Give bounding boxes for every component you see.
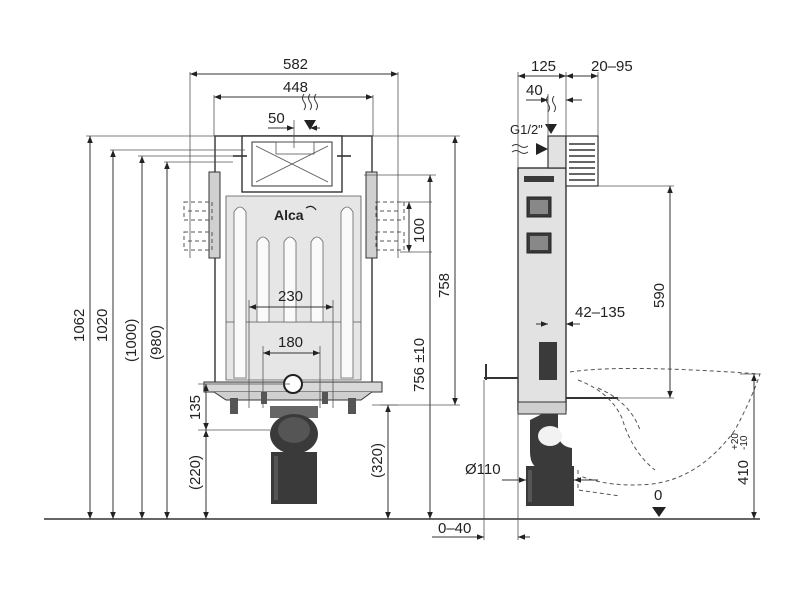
dim-135: 135 bbox=[187, 395, 204, 420]
side-frame bbox=[517, 167, 567, 415]
dim-448: 448 bbox=[283, 79, 308, 96]
dim-20-95: 20–95 bbox=[591, 58, 633, 75]
dim-125: 125 bbox=[531, 58, 556, 75]
dim-0-40: 0–40 bbox=[438, 520, 471, 537]
dim-pipe-diameter: Ø110 bbox=[465, 461, 501, 478]
logo-swoosh-icon bbox=[305, 205, 317, 211]
front-side-brackets bbox=[183, 171, 405, 259]
dim-582: 582 bbox=[283, 56, 308, 73]
dim-410: 410 bbox=[735, 460, 752, 485]
dim-320: (320) bbox=[369, 443, 386, 478]
front-cistern-opening bbox=[233, 135, 351, 193]
floor-zero-label: 0 bbox=[654, 487, 662, 504]
dim-1020: 1020 bbox=[94, 309, 111, 342]
side-tank bbox=[547, 135, 599, 187]
wc-pan-outline bbox=[569, 367, 761, 497]
dim-410-tol-plus: +20 bbox=[730, 433, 741, 450]
dim-230: 230 bbox=[278, 288, 303, 305]
dim-758: 758 bbox=[436, 273, 453, 298]
side-bracket-rod bbox=[484, 364, 618, 399]
dim-1062: 1062 bbox=[71, 309, 88, 342]
dim-410-tol-minus: -10 bbox=[739, 435, 750, 450]
dim-756: 756 ±10 bbox=[411, 338, 428, 392]
dim-980: (980) bbox=[148, 325, 165, 360]
dim-42-135: 42–135 bbox=[575, 304, 625, 321]
alca-logo: Alca bbox=[274, 207, 304, 223]
side-drain-bend bbox=[526, 414, 574, 506]
dim-100: 100 bbox=[411, 218, 428, 243]
front-water-inlet-icon bbox=[302, 93, 318, 130]
inlet-thread-label: G1/2" bbox=[510, 122, 543, 137]
floor-zero-marker-icon bbox=[652, 507, 666, 517]
dim-40: 40 bbox=[526, 82, 543, 99]
dim-220: (220) bbox=[187, 455, 204, 490]
dim-590: 590 bbox=[651, 283, 668, 308]
dim-1000: (1000) bbox=[123, 319, 140, 362]
dim-180: 180 bbox=[278, 334, 303, 351]
front-drain-pipe bbox=[270, 374, 318, 504]
dim-50: 50 bbox=[268, 110, 285, 127]
